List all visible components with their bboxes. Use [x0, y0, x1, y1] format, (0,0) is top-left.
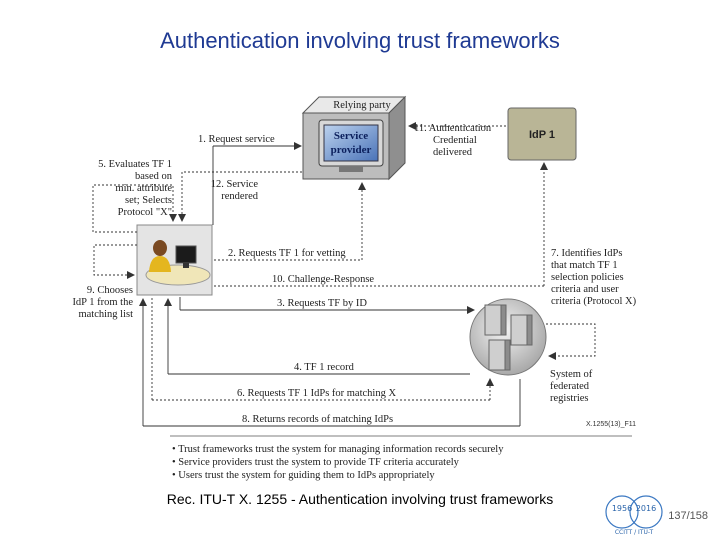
step-4-label: 4. TF 1 record: [294, 362, 355, 373]
step-7-line5: criteria (Protocol X): [551, 296, 637, 307]
step-11-line2: Credential: [433, 135, 477, 146]
step-10-label: 10. Challenge-Response: [272, 274, 374, 285]
arrow-step-9: [93, 244, 137, 279]
step-7-line1: 7. Identifies IdPs: [551, 248, 622, 259]
step-9-line2: IdP 1 from the: [72, 297, 133, 308]
federated-registries-system: [469, 298, 547, 376]
service-provider-label-line2: provider: [331, 144, 372, 156]
system-label-line2: federated: [550, 381, 590, 392]
bullet-1: • Trust frameworks trust the system for …: [172, 444, 504, 455]
itu-anniversary-logo: 1956 2016 CCITT / ITU-T: [605, 495, 663, 536]
bullet-2: • Service providers trust the system to …: [172, 457, 460, 468]
arrow-step-7: [546, 323, 596, 360]
logo-text: CCITT / ITU-T: [615, 529, 654, 536]
step-7-line3: selection policies: [551, 272, 624, 283]
step-1-label: 1. Request service: [198, 134, 275, 145]
step-labels: 1. Request service 5. Evaluates TF 1 bas…: [72, 123, 636, 428]
step-5-line3: min. attribute: [115, 183, 172, 194]
step-12-line1: 12. Service: [211, 179, 259, 190]
arrow-step-5: [92, 184, 177, 233]
step-9-line1: 9. Chooses: [87, 285, 133, 296]
system-label-line3: registries: [550, 393, 589, 404]
step-6-label: 6. Requests TF 1 IdPs for matching X: [237, 388, 396, 399]
flow-arrows: [92, 122, 596, 427]
step-12-line2: rendered: [221, 191, 258, 202]
logo-year-left: 1956: [612, 504, 632, 513]
relying-party-label: Relying party: [333, 100, 391, 111]
page-title: Authentication involving trust framework…: [160, 28, 560, 53]
figure-caption: Rec. ITU-T X. 1255 - Authentication invo…: [166, 491, 554, 507]
logo-year-right: 2016: [636, 504, 656, 513]
idp-label: IdP 1: [529, 129, 555, 141]
step-5-line5: Protocol "X": [118, 207, 172, 218]
figure-id: X.1255(13)_F11: [586, 421, 636, 428]
step-8-label: 8. Returns records of matching IdPs: [242, 414, 393, 425]
user-workstation: [136, 224, 213, 296]
step-11-line1: 11. Authentication: [414, 123, 492, 134]
relying-party-box: Relying party Service provider: [301, 95, 407, 181]
step-5-line2: based on: [135, 171, 173, 182]
step-11-line3: delivered: [433, 147, 473, 158]
system-label-line1: System of: [550, 369, 593, 380]
page-number: 137/158: [668, 510, 708, 522]
trust-bullets: • Trust frameworks trust the system for …: [172, 444, 504, 481]
step-7-line2: that match TF 1: [551, 260, 618, 271]
bullet-3: • Users trust the system for guiding the…: [172, 470, 435, 481]
step-3-label: 3. Requests TF by ID: [277, 298, 367, 309]
step-9-line3: matching list: [78, 309, 133, 320]
step-5-line1: 5. Evaluates TF 1: [98, 159, 172, 170]
step-7-line4: criteria and user: [551, 284, 619, 295]
step-5-line4: set; Selects: [125, 195, 172, 206]
service-provider-label-line1: Service: [334, 130, 368, 142]
idp-box: IdP 1: [507, 107, 577, 161]
step-2-label: 2. Requests TF 1 for vetting: [228, 248, 346, 259]
